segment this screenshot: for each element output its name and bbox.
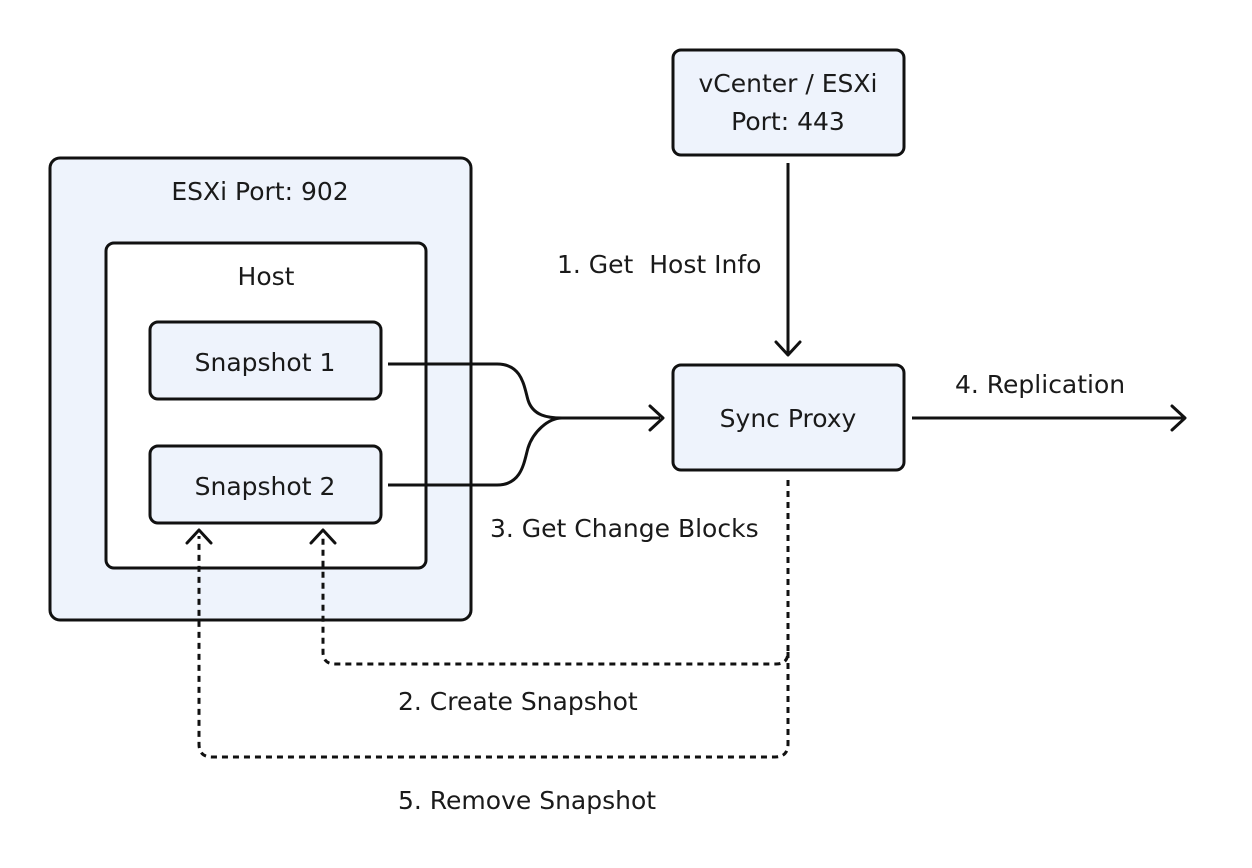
arrowhead-icon (648, 404, 665, 432)
arrowhead-icon (1170, 404, 1187, 432)
edge-replication: 4. Replication (912, 370, 1187, 432)
arrowhead-icon (185, 528, 213, 545)
sync-proxy-label: Sync Proxy (720, 404, 857, 433)
vcenter-box[interactable] (671, 48, 906, 157)
snapshot-2-node[interactable]: Snapshot 2 (148, 444, 383, 525)
esxi-group-label: ESXi Port: 902 (171, 177, 348, 206)
snapshot-2-label: Snapshot 2 (195, 472, 336, 501)
edge-replication-label: 4. Replication (955, 370, 1125, 399)
sync-proxy-box[interactable] (671, 363, 906, 472)
edge-remove-snapshot: 5. Remove Snapshot (185, 528, 790, 815)
edge-create-snapshot-label: 2. Create Snapshot (398, 687, 638, 716)
snapshot-1-label: Snapshot 1 (195, 348, 336, 377)
sync-proxy-node[interactable]: Sync Proxy (671, 363, 906, 472)
vcenter-label-line2: Port: 443 (731, 107, 845, 136)
edge-get-change-blocks-path (388, 362, 660, 487)
arrowhead-icon (774, 340, 802, 357)
edge-get-change-blocks: 3. Get Change Blocks (388, 362, 759, 543)
snapshot-1-node[interactable]: Snapshot 1 (148, 320, 383, 401)
edge-get-host-info: 1. Get Host Info (557, 163, 802, 357)
host-group-label: Host (238, 262, 295, 291)
snapshot-2-box[interactable] (148, 444, 383, 525)
vcenter-label-line1: vCenter / ESXi (699, 69, 878, 98)
snapshot-1-box[interactable] (148, 320, 383, 401)
vcenter-node[interactable]: vCenter / ESXi Port: 443 (671, 48, 906, 157)
edge-remove-snapshot-label: 5. Remove Snapshot (398, 786, 656, 815)
edge-get-host-info-label: 1. Get Host Info (557, 250, 761, 279)
arrowhead-icon (309, 528, 337, 545)
edge-get-change-blocks-label: 3. Get Change Blocks (490, 514, 759, 543)
